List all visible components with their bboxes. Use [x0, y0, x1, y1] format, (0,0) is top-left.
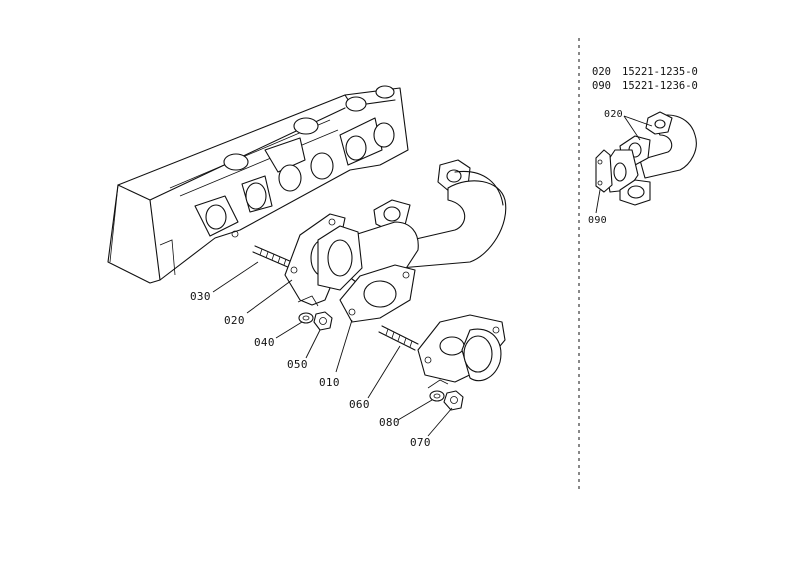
legend-row: 090 15221-1236-0 [592, 80, 698, 92]
inset-callout-020: 020 [604, 109, 623, 120]
callout-080: 080 [379, 416, 400, 429]
legend-part-number: 15221-1235-0 [622, 66, 698, 78]
washer-080 [429, 390, 445, 402]
inset-manifold [595, 111, 697, 214]
callout-050: 050 [287, 358, 308, 371]
legend-ref-number: 090 [592, 80, 611, 92]
legend-row: 020 15221-1235-0 [592, 66, 698, 78]
washer-040 [298, 312, 314, 324]
callout-070: 070 [410, 436, 431, 449]
callout-040: 040 [254, 336, 275, 349]
cylinder-head [107, 85, 409, 284]
inset-callout-090: 090 [588, 215, 607, 226]
callout-020: 020 [224, 314, 245, 327]
callout-010: 010 [319, 376, 340, 389]
callout-060: 060 [349, 398, 370, 411]
callout-030: 030 [190, 290, 211, 303]
nut-050 [313, 311, 333, 331]
legend-part-number: 15221-1236-0 [622, 80, 698, 92]
nut-070 [443, 390, 464, 411]
exhaust-manifold-010 [317, 159, 507, 323]
legend-ref-number: 020 [592, 66, 611, 78]
stud-030 [252, 245, 293, 269]
leader-lines [212, 261, 453, 437]
stud-060 [378, 325, 419, 351]
exhaust-elbow [417, 314, 506, 383]
